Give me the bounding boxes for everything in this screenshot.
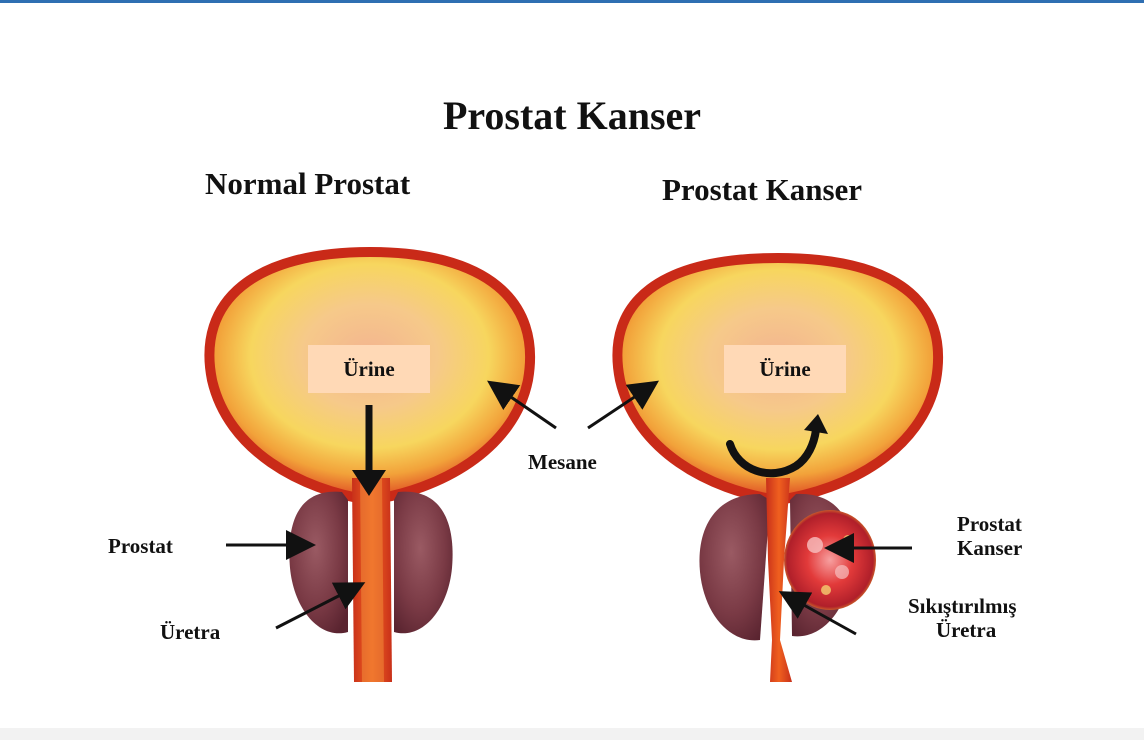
right-urine-label: Ürine — [724, 345, 846, 393]
prostate-tumor — [784, 510, 876, 610]
cancer-label-line1: Prostat — [957, 512, 1022, 536]
left-urine-label: Ürine — [308, 345, 430, 393]
compressed-label-line2: Üretra — [936, 618, 996, 642]
cancer-label-line2: Kanser — [957, 536, 1022, 560]
left-urethra — [352, 478, 392, 682]
compressed-label-line1: Sıkıştırılmış — [908, 594, 1017, 618]
urethra-label: Üretra — [160, 620, 220, 644]
prostate-label: Prostat — [108, 534, 173, 558]
bladder-label: Mesane — [528, 450, 597, 474]
